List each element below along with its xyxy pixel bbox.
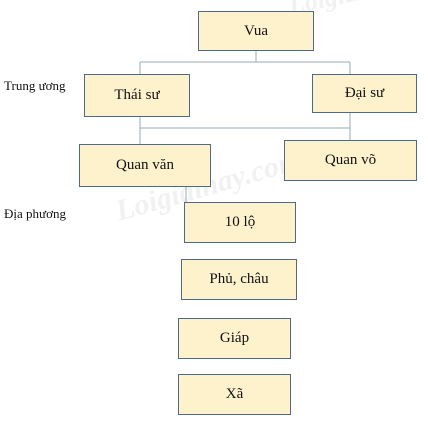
node-xa: Xã — [178, 374, 291, 415]
label-central: Trung ương — [4, 78, 66, 93]
node-quan-van-label: Quan văn — [116, 157, 174, 173]
node-thai-su: Thái sư — [84, 74, 190, 117]
node-vua: Vua — [198, 11, 314, 51]
node-dai-su-label: Đại sư — [344, 85, 385, 101]
node-quan-van: Quan văn — [79, 144, 211, 187]
node-phu-chau: Phủ, châu — [181, 259, 297, 300]
node-10-lo: 10 lộ — [184, 202, 296, 243]
label-local: Địa phương — [4, 206, 66, 221]
node-thai-su-label: Thái sư — [114, 87, 160, 103]
node-giap-label: Giáp — [219, 330, 250, 346]
node-10-lo-label: 10 lộ — [224, 214, 256, 230]
node-quan-vo-label: Quan võ — [324, 152, 377, 168]
node-vua-label: Vua — [243, 22, 269, 39]
node-giap: Giáp — [178, 318, 291, 359]
node-xa-label: Xã — [225, 386, 244, 402]
node-quan-vo: Quan võ — [284, 140, 417, 181]
node-phu-chau-label: Phủ, châu — [209, 271, 269, 287]
node-dai-su: Đại sư — [312, 74, 417, 113]
